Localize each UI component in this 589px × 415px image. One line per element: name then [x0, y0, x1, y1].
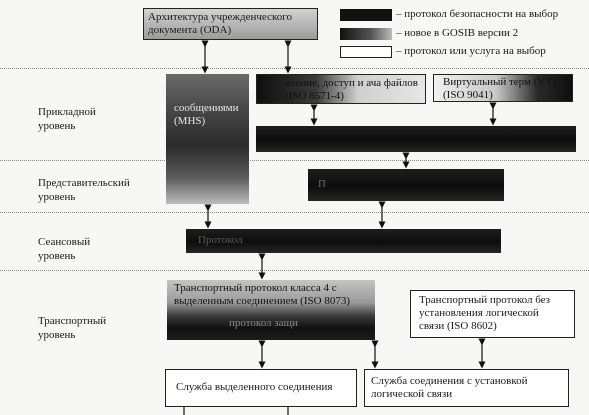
- application-security-bar: [256, 126, 576, 152]
- transport-class4-box: Транспортный протокол класса 4 с выделен…: [167, 280, 375, 340]
- separator-app-pres: [0, 160, 589, 161]
- separator-sess-trans: [0, 270, 589, 271]
- service-connection-oriented-box: Служба выделенного соединения: [165, 369, 357, 407]
- vt-box: Виртуальный терм (VT) (ISO 9041): [433, 74, 573, 102]
- layer-label-application: Прикладной уровень: [38, 106, 96, 132]
- transport-security-label: протокол защи: [229, 317, 298, 329]
- legend-swatch-optional: [340, 46, 392, 58]
- vt-label: Виртуальный терм (VT) (ISO 9041): [443, 76, 556, 101]
- presentation-protocol-label: П: [318, 178, 326, 190]
- legend-text-security: – протокол безопасности на выбор: [396, 8, 559, 20]
- mhs-label: сообщениями (MHS): [174, 102, 239, 127]
- mhs-box: сообщениями (MHS): [166, 74, 249, 204]
- service-connectionless-box: Служба соединения с установкой логическо…: [364, 369, 569, 407]
- oda-box: Архитектура учрежденческого документа (O…: [143, 8, 318, 40]
- legend-text-new: – новое в GOSIB версии 2: [396, 27, 519, 39]
- legend-swatch-security: [340, 9, 392, 21]
- separator-pres-sess: [0, 212, 589, 213]
- layer-label-session: Сеансовый уровень: [38, 236, 91, 262]
- session-protocol-box: Протокол: [186, 229, 501, 253]
- session-protocol-label: Протокол: [198, 234, 243, 246]
- transport-connectionless-box: Транспортный протокол без установления л…: [410, 290, 575, 338]
- legend-text-optional: – протокол или услуга на выбор: [396, 45, 546, 57]
- presentation-protocol-box: П: [308, 169, 504, 201]
- layer-label-presentation: Представительский уровень: [38, 177, 130, 203]
- ftam-box: вление, доступ и ача файлов (ISO 8571-4): [256, 74, 426, 104]
- layer-label-transport: Транспортный уровень: [38, 315, 107, 341]
- separator-top: [0, 68, 589, 69]
- legend-swatch-new: [340, 28, 392, 40]
- ftam-label: вление, доступ и ача файлов (ISO 8571-4): [285, 77, 418, 102]
- transport-class4-label: Транспортный протокол класса 4 с выделен…: [174, 282, 350, 307]
